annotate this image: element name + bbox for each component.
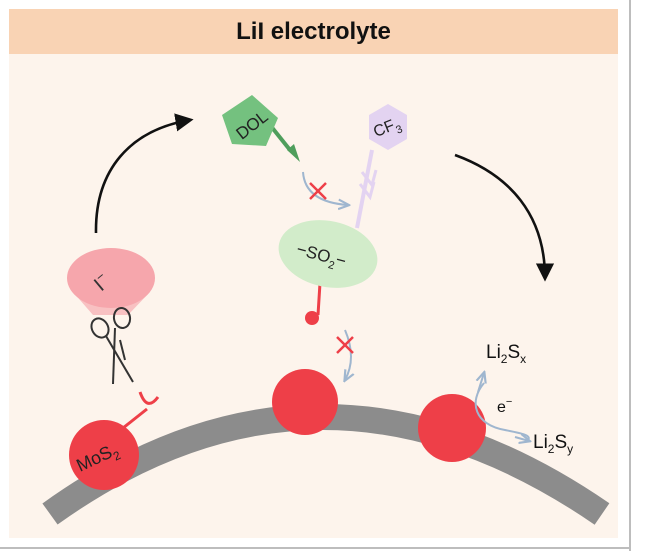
scissors-icon: [90, 307, 134, 385]
li2sx-label: Li2Sx: [486, 342, 526, 366]
curved-arrow-icon: [94, 113, 194, 234]
so2-group: −SO2−: [278, 220, 378, 325]
li2sy-label: Li2Sy: [533, 432, 573, 456]
cf3-group: CF3: [355, 104, 407, 229]
title-banner: [9, 9, 618, 54]
svg-text:CF3: CF3: [371, 115, 404, 145]
red-sphere-center: [272, 369, 338, 435]
dol-molecule: DOL: [222, 95, 300, 162]
electron-label: e−: [497, 396, 512, 416]
mos2-particle: MoS2: [69, 391, 160, 490]
blocked-interaction-so2: [336, 329, 354, 380]
polysulfide-conversion: Li2Sx e− Li2Sy: [474, 342, 573, 456]
red-sphere-right: [418, 394, 486, 462]
block-x-icon: [336, 336, 354, 354]
curved-arrow-icon: [454, 153, 555, 282]
iodide-ion: I−: [67, 248, 155, 315]
blocked-interaction-dol: [302, 171, 348, 205]
page-title: LiI electrolyte: [236, 17, 391, 45]
block-x-icon: [309, 182, 327, 200]
